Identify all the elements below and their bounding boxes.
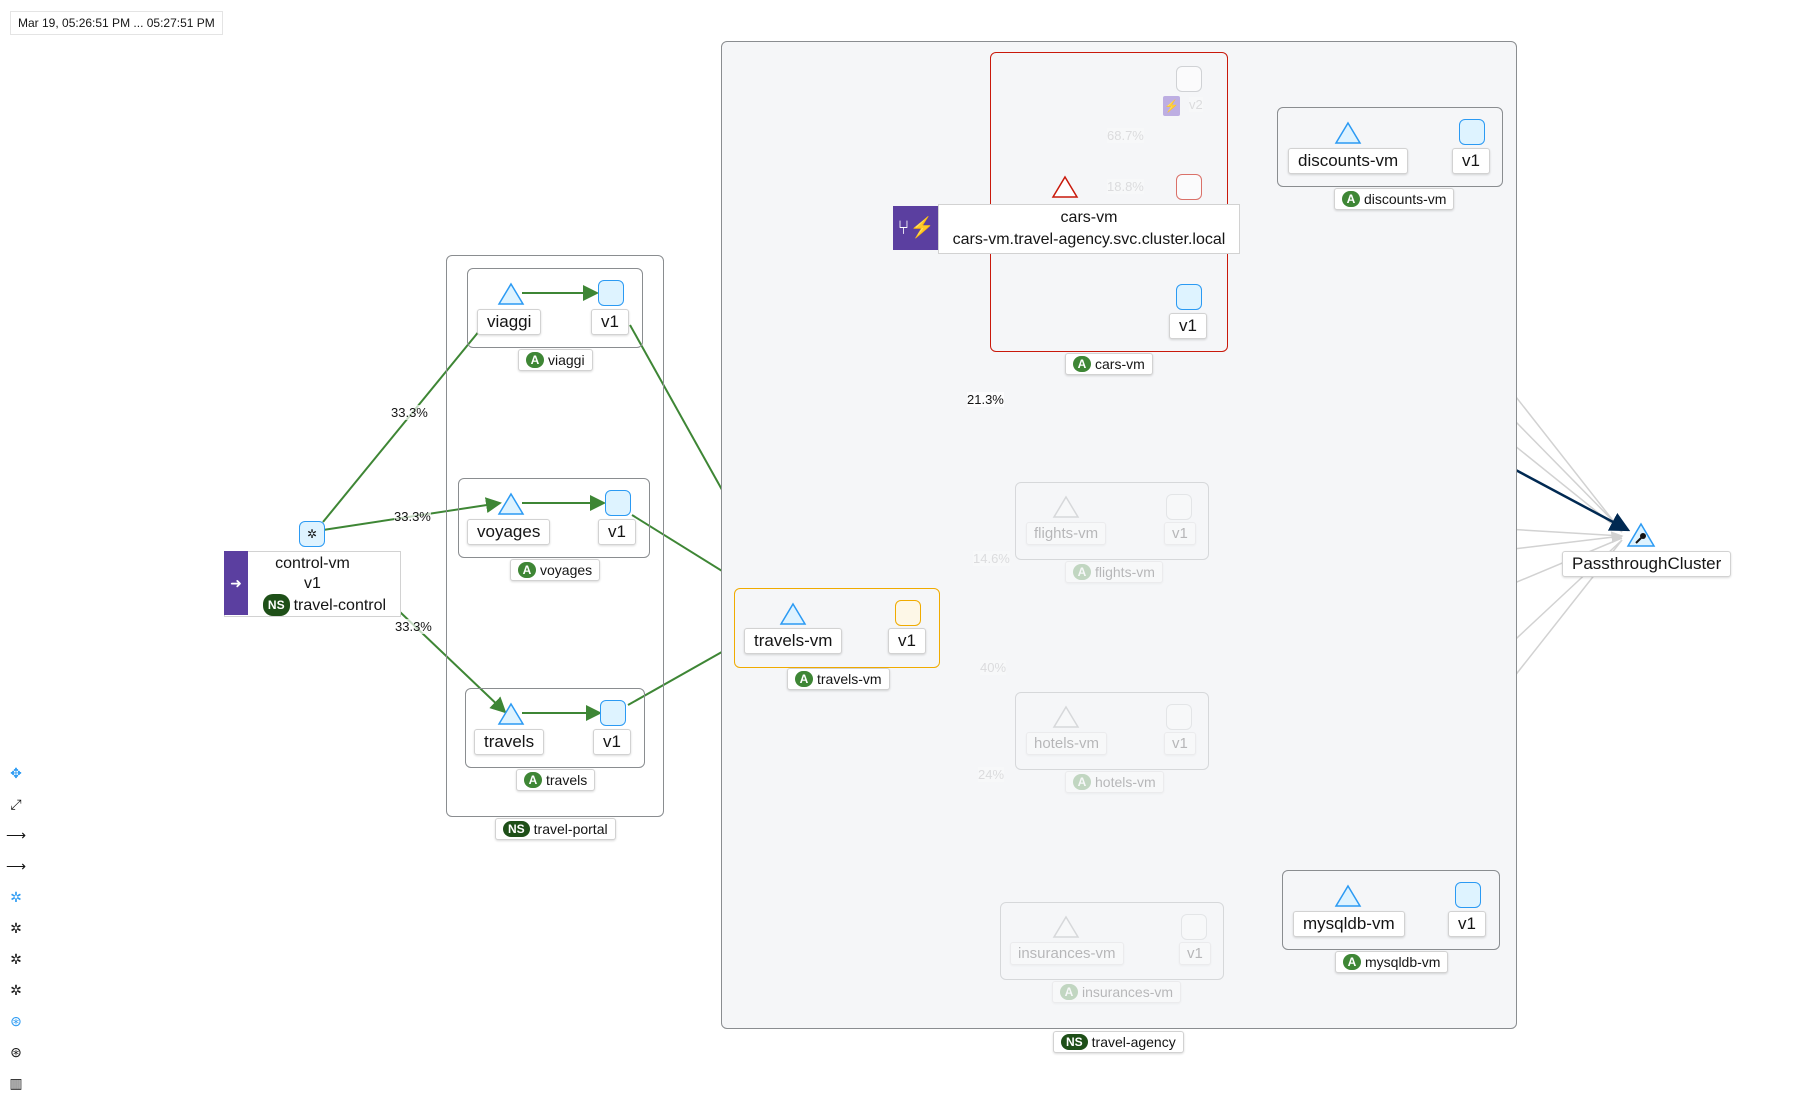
edge-label: 21.3% bbox=[967, 392, 1004, 407]
version-label: v1 bbox=[1448, 911, 1486, 937]
service-triangle-icon[interactable] bbox=[1334, 121, 1362, 145]
edge-label: 68.7% bbox=[1107, 128, 1144, 143]
layout-default-icon[interactable]: ✲ bbox=[3, 884, 29, 910]
version-label: v1 bbox=[1452, 148, 1490, 174]
time-range: Mar 19, 05:26:51 PM ... 05:27:51 PM bbox=[10, 11, 223, 35]
layout-2-icon[interactable]: ✲ bbox=[3, 946, 29, 972]
service-triangle-icon[interactable] bbox=[497, 702, 525, 726]
virtual-service-icon: ⑂⚡ bbox=[893, 206, 939, 250]
app-box-voyages[interactable] bbox=[458, 478, 650, 558]
app-box-discounts-vm[interactable] bbox=[1277, 107, 1503, 187]
service-label: insurances-vm bbox=[1010, 942, 1124, 965]
edge-label: 33.3% bbox=[391, 405, 428, 420]
service-label: travels bbox=[474, 729, 545, 755]
fit-icon[interactable]: ⤢ bbox=[3, 791, 29, 817]
legend-icon[interactable]: ▥ bbox=[3, 1070, 29, 1096]
service-label: flights-vm bbox=[1026, 522, 1107, 545]
app-box-mysqldb-vm[interactable] bbox=[1282, 870, 1500, 950]
service-label: viaggi bbox=[477, 309, 542, 335]
ingress-icon: ➜ bbox=[224, 551, 248, 615]
version-label: v1 bbox=[1164, 522, 1196, 545]
bolt-icon: ⚡ bbox=[1163, 96, 1180, 116]
workload-node[interactable] bbox=[895, 600, 921, 626]
app-box-cars-vm[interactable] bbox=[990, 52, 1228, 352]
edge-label: 14.6% bbox=[973, 551, 1010, 566]
service-triangle-icon[interactable] bbox=[497, 492, 525, 516]
control-hub-icon[interactable]: ✲ bbox=[299, 521, 325, 547]
workload-node[interactable] bbox=[1455, 882, 1481, 908]
edge-label: 40% bbox=[980, 660, 1007, 675]
namespace-layout-icon[interactable]: ⊛ bbox=[3, 1008, 29, 1034]
layout-1-icon[interactable]: ✲ bbox=[3, 915, 29, 941]
workload-node-v2[interactable] bbox=[1176, 66, 1202, 92]
edge-label: 24% bbox=[978, 767, 1005, 782]
version-label: v1 bbox=[1164, 732, 1196, 755]
namespace-badge: NS bbox=[1061, 1034, 1088, 1050]
passthrough-key-icon[interactable] bbox=[1626, 522, 1656, 548]
version-label: v1 bbox=[593, 729, 631, 755]
service-label: discounts-vm bbox=[1288, 148, 1409, 174]
service-triangle-icon[interactable] bbox=[1334, 884, 1362, 908]
move-icon[interactable]: ✥ bbox=[3, 760, 29, 786]
passthrough-label: PassthroughCluster bbox=[1562, 551, 1732, 577]
version-label: v1 bbox=[598, 519, 636, 545]
edge-label: 33.3% bbox=[394, 509, 431, 524]
version-label: v1 bbox=[591, 309, 629, 335]
graph-toolbar: ✥ ⤢ ⟶ ⟶ ✲ ✲ ✲ ✲ ⊛ ⊛ ▥ bbox=[3, 760, 29, 1101]
namespace-box-travel-portal[interactable] bbox=[446, 255, 664, 817]
service-label: hotels-vm bbox=[1026, 732, 1108, 755]
cars-vm-card[interactable]: cars-vm cars-vm.travel-agency.svc.cluste… bbox=[938, 204, 1240, 254]
version-label: v2 bbox=[1189, 97, 1203, 112]
workload-node-v2-error[interactable] bbox=[1176, 174, 1202, 200]
service-label: mysqldb-vm bbox=[1293, 911, 1405, 937]
workload-node[interactable] bbox=[1176, 284, 1202, 310]
app-box-travels[interactable] bbox=[465, 688, 645, 768]
version-label: v1 bbox=[1169, 313, 1207, 339]
layout-3-icon[interactable]: ✲ bbox=[3, 977, 29, 1003]
workload-node[interactable] bbox=[600, 700, 626, 726]
workload-node[interactable] bbox=[605, 490, 631, 516]
edge-toggle-2-icon[interactable]: ⟶ bbox=[3, 853, 29, 879]
version-label: v1 bbox=[888, 628, 926, 654]
edge-toggle-icon[interactable]: ⟶ bbox=[3, 822, 29, 848]
service-triangle-icon[interactable] bbox=[497, 282, 525, 306]
edge-label: 18.8% bbox=[1107, 179, 1144, 194]
app-box-viaggi[interactable] bbox=[467, 268, 643, 348]
app-box-travels-vm[interactable] bbox=[734, 588, 940, 668]
ns-box-icon[interactable]: ⊛ bbox=[3, 1039, 29, 1065]
service-triangle-icon[interactable] bbox=[1051, 175, 1079, 199]
service-triangle-icon[interactable] bbox=[779, 602, 807, 626]
workload-node[interactable] bbox=[1459, 119, 1485, 145]
service-label: travels-vm bbox=[744, 628, 843, 654]
service-label: voyages bbox=[467, 519, 551, 545]
workload-node[interactable] bbox=[598, 280, 624, 306]
edge-label: 33.3% bbox=[395, 619, 432, 634]
version-label: v1 bbox=[1179, 942, 1211, 965]
